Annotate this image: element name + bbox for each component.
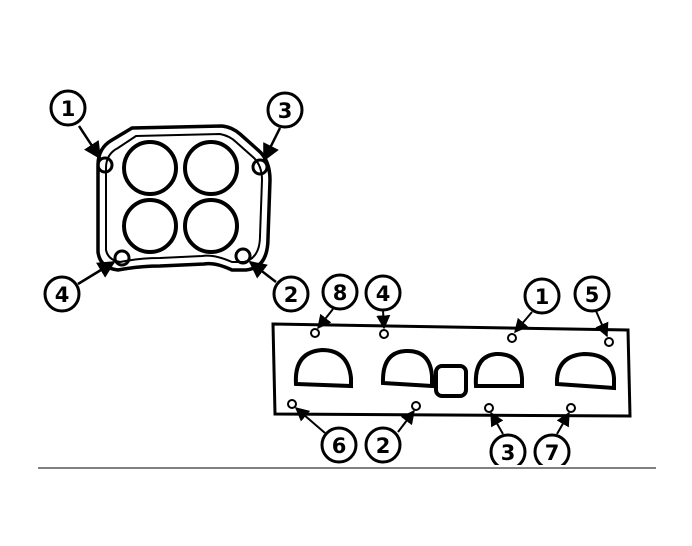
svg-text:3: 3 <box>501 441 516 465</box>
callout-manifold-8: 8 <box>317 273 359 330</box>
svg-text:1: 1 <box>535 285 550 309</box>
carb-bore-rear-left <box>122 198 178 254</box>
svg-text:3: 3 <box>278 99 293 123</box>
svg-text:4: 4 <box>376 282 391 306</box>
callout-manifold-7: 7 <box>533 411 571 471</box>
carb-bore-rear-right <box>183 198 239 254</box>
manifold-bolt-hole-8 <box>310 328 320 338</box>
carburetor-gasket-outline <box>96 124 272 272</box>
manifold-gasket-outline <box>271 322 632 418</box>
svg-text:6: 6 <box>332 434 347 458</box>
manifold-port-3 <box>473 351 524 388</box>
bottom-mask <box>470 465 590 477</box>
manifold-bolt-hole-1 <box>507 333 517 343</box>
manifold-bolt-hole-4 <box>379 329 389 339</box>
callout-carb-2: 2 <box>248 260 310 313</box>
manifold-port-2 <box>380 348 434 389</box>
carb-bore-front-left <box>122 140 178 196</box>
svg-text:1: 1 <box>61 97 76 121</box>
manifold-port-4 <box>554 351 616 391</box>
manifold-bolt-hole-3 <box>484 403 494 413</box>
carb-bolt-hole-2 <box>234 247 252 265</box>
callout-carb-4: 4 <box>43 260 116 313</box>
callout-carb-1: 1 <box>49 89 102 160</box>
carburetor-gasket-inner-edge <box>105 132 264 264</box>
svg-text:2: 2 <box>284 283 299 307</box>
manifold-center-port <box>434 364 468 398</box>
manifold-port-1 <box>293 347 353 389</box>
callout-manifold-2: 2 <box>364 409 415 464</box>
callout-carb-3: 3 <box>262 91 304 162</box>
svg-text:8: 8 <box>333 281 348 305</box>
manifold-bolt-hole-6 <box>287 399 297 409</box>
carburetor-gasket: 1 3 4 2 <box>43 89 310 313</box>
carb-bore-front-right <box>183 140 239 196</box>
manifold-gasket: 8 4 1 5 6 2 <box>271 273 632 471</box>
callout-manifold-4: 4 <box>364 274 402 330</box>
svg-text:5: 5 <box>585 283 600 307</box>
svg-text:2: 2 <box>376 434 391 458</box>
manifold-bolt-hole-5 <box>604 337 614 347</box>
callout-manifold-1: 1 <box>514 277 561 334</box>
svg-text:4: 4 <box>55 283 70 307</box>
manifold-bolt-hole-7 <box>566 403 576 413</box>
carb-bolt-hole-3 <box>251 158 269 176</box>
callout-manifold-3: 3 <box>489 411 527 471</box>
carb-bolt-hole-1 <box>96 156 114 174</box>
callout-manifold-6: 6 <box>294 407 358 464</box>
callout-manifold-5: 5 <box>573 275 611 338</box>
svg-text:7: 7 <box>545 441 560 465</box>
carb-bolt-hole-4 <box>113 249 131 267</box>
manifold-bolt-hole-2 <box>411 401 421 411</box>
